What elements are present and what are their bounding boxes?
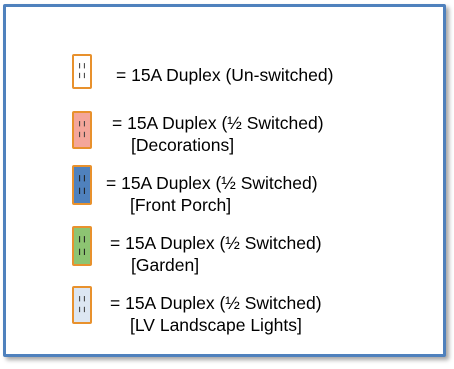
legend-sublabel-garden: [Garden] xyxy=(131,255,200,275)
legend-label-unswitched: = 15A Duplex (Un-switched) xyxy=(116,65,334,85)
duplex-outlet-icon xyxy=(72,165,92,205)
duplex-outlet-icon xyxy=(72,286,92,324)
duplex-outlet-icon xyxy=(72,111,92,149)
legend-label-garden: = 15A Duplex (½ Switched) xyxy=(110,233,322,253)
outlet-legend-box: = 15A Duplex (Un-switched) = 15A Duplex … xyxy=(3,4,446,357)
legend-label-decorations: = 15A Duplex (½ Switched) xyxy=(112,113,324,133)
duplex-outlet-icon xyxy=(72,226,92,266)
legend-sublabel-lv-landscape-lights: [LV Landscape Lights] xyxy=(130,315,302,335)
legend-label-front-porch: = 15A Duplex (½ Switched) xyxy=(106,173,318,193)
legend-sublabel-front-porch: [Front Porch] xyxy=(130,195,232,215)
duplex-outlet-icon xyxy=(72,54,92,89)
legend-label-lv-landscape-lights: = 15A Duplex (½ Switched) xyxy=(110,293,322,313)
legend-sublabel-decorations: [Decorations] xyxy=(131,135,235,155)
